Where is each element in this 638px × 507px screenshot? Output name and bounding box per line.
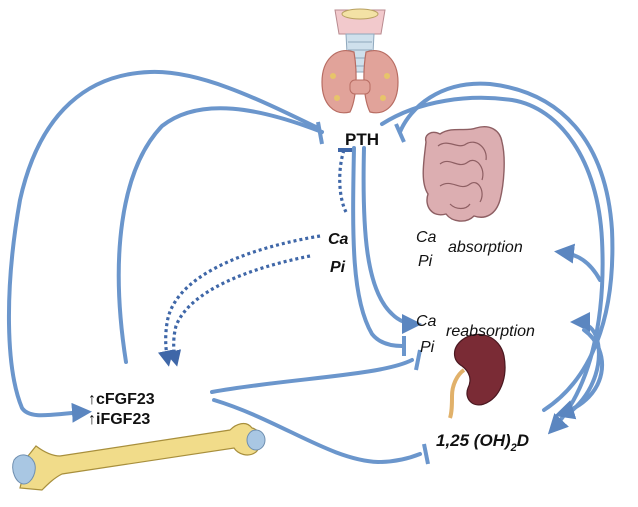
vitd-to-absorption-arrow — [554, 243, 602, 282]
pi-center-label: Pi — [330, 259, 346, 276]
ca-pi-inhibits-pth — [338, 149, 348, 213]
reabsorption-feedback-arrow — [554, 328, 605, 420]
ca-to-fgf23-dotted — [157, 234, 321, 367]
inhibition-bars — [316, 121, 430, 465]
pi-to-fgf23-dotted — [165, 254, 311, 367]
pth-inhibits-pi-reabsorption — [351, 146, 404, 348]
pth-to-vitd-arrow — [380, 95, 605, 435]
pth-label: PTH — [345, 130, 379, 149]
pi-kidney-label: Pi — [420, 339, 435, 356]
intestine-icon — [422, 126, 505, 222]
ifgf23-label: ↑iFGF23 — [88, 411, 150, 428]
inhibition-bar-vitd — [422, 443, 430, 465]
pth-to-fgf23-arrow — [6, 69, 320, 423]
inhibition-bar-reabsorption — [414, 349, 422, 371]
vitamin-d-label: 1,25 (OH)2D — [436, 431, 529, 454]
pi-gut-label: Pi — [418, 253, 433, 270]
fgf23-inhibits-pth — [116, 106, 324, 364]
cfgf23-label: ↑cFGF23 — [88, 391, 155, 408]
inhibition-bar-pth-right — [394, 123, 406, 143]
inhibition-bar-pth-left — [316, 121, 324, 145]
vitd-to-reabsorption-arrow — [566, 312, 601, 416]
ca-pi-dotted-paths — [157, 149, 348, 367]
ca-gut-label: Ca — [416, 229, 437, 246]
pathway-arrows — [6, 69, 615, 465]
thyroid-parathyroid-icon — [321, 8, 399, 114]
ca-kidney-label: Ca — [416, 313, 437, 330]
reabsorption-label: reabsorption — [446, 323, 535, 340]
fgf23-inhibits-vitd — [212, 398, 422, 465]
absorption-label: absorption — [448, 239, 523, 256]
ca-center-label: Ca — [328, 231, 349, 248]
pth-to-reabsorption-arrow — [361, 146, 422, 334]
femur-bone-icon — [12, 422, 266, 491]
kidney-icon — [448, 333, 506, 419]
fgf23-inhibits-reabsorption — [210, 358, 414, 394]
